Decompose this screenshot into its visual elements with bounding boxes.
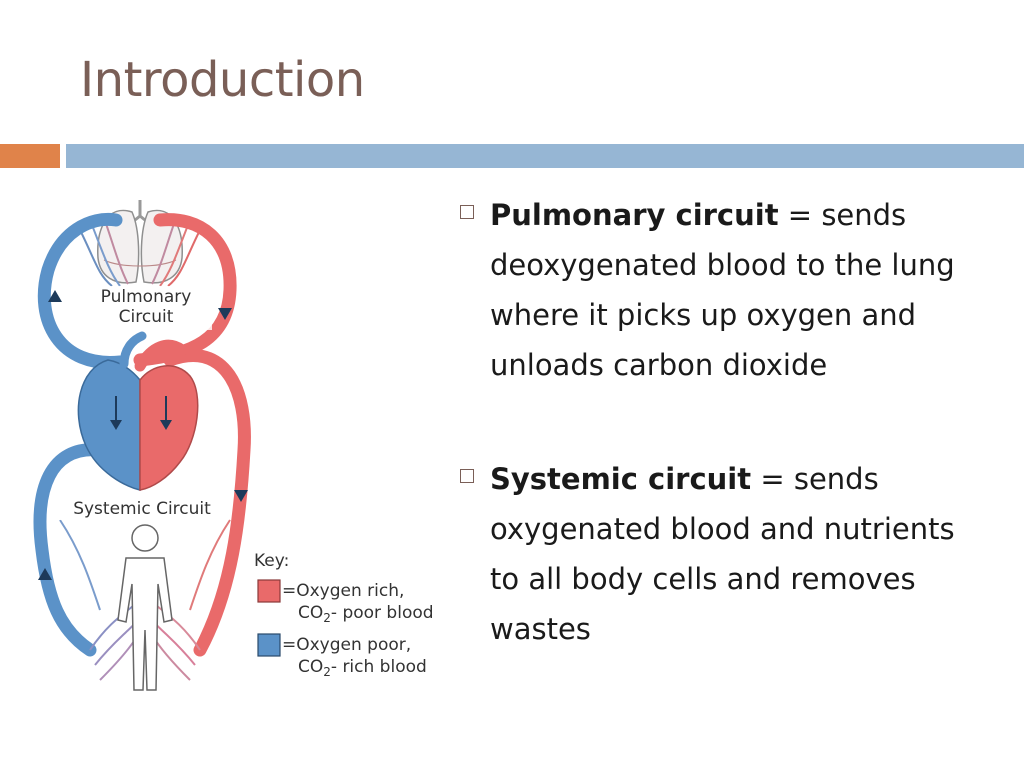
bullet-square-icon (460, 205, 474, 219)
arrow-icon (38, 290, 248, 580)
heart-icon (77, 331, 199, 491)
bullet-text: = sends deoxygenated blood to the lung w… (490, 198, 955, 382)
slide-title: Introduction (80, 52, 365, 108)
pulmonary-circuit-label: Pulmonary (101, 287, 192, 307)
key-oxygen-poor-label-2: CO2- rich blood (298, 657, 427, 679)
bullet-systemic: Systemic circuit = sends oxygenated bloo… (456, 454, 986, 654)
bullet-list: Pulmonary circuit = sends deoxygenated b… (456, 190, 986, 654)
human-body-icon (117, 524, 173, 691)
systemic-loop (33, 349, 251, 657)
accent-bar-blue (66, 144, 1024, 168)
circulation-diagram: Pulmonary Circuit Systemic Circuit Key: … (20, 190, 450, 700)
bullet-term: Systemic circuit (490, 462, 752, 496)
key-oxygen-poor-label: =Oxygen poor, (282, 635, 411, 655)
systemic-circuit-label: Systemic Circuit (73, 499, 211, 519)
bullet-text: = sends oxygenated blood and nutrients t… (490, 462, 955, 646)
bullet-pulmonary: Pulmonary circuit = sends deoxygenated b… (456, 190, 986, 390)
key-oxygen-rich-label: =Oxygen rich, (282, 581, 404, 601)
accent-bar-orange (0, 144, 60, 168)
pulmonary-circuit-label-2: Circuit (119, 307, 174, 327)
key-oxygen-rich-label-2: CO2- poor blood (298, 603, 434, 625)
circulation-diagram-svg: Pulmonary Circuit Systemic Circuit Key: … (33, 200, 434, 691)
bullet-term: Pulmonary circuit (490, 198, 779, 232)
key-title: Key: (254, 551, 289, 571)
key-swatch-oxygen-poor (257, 633, 281, 657)
bullet-square-icon (460, 469, 474, 483)
key-swatch-oxygen-rich (257, 579, 281, 603)
diagram-key: Key: =Oxygen rich, CO2- poor blood =Oxyg… (254, 551, 434, 679)
